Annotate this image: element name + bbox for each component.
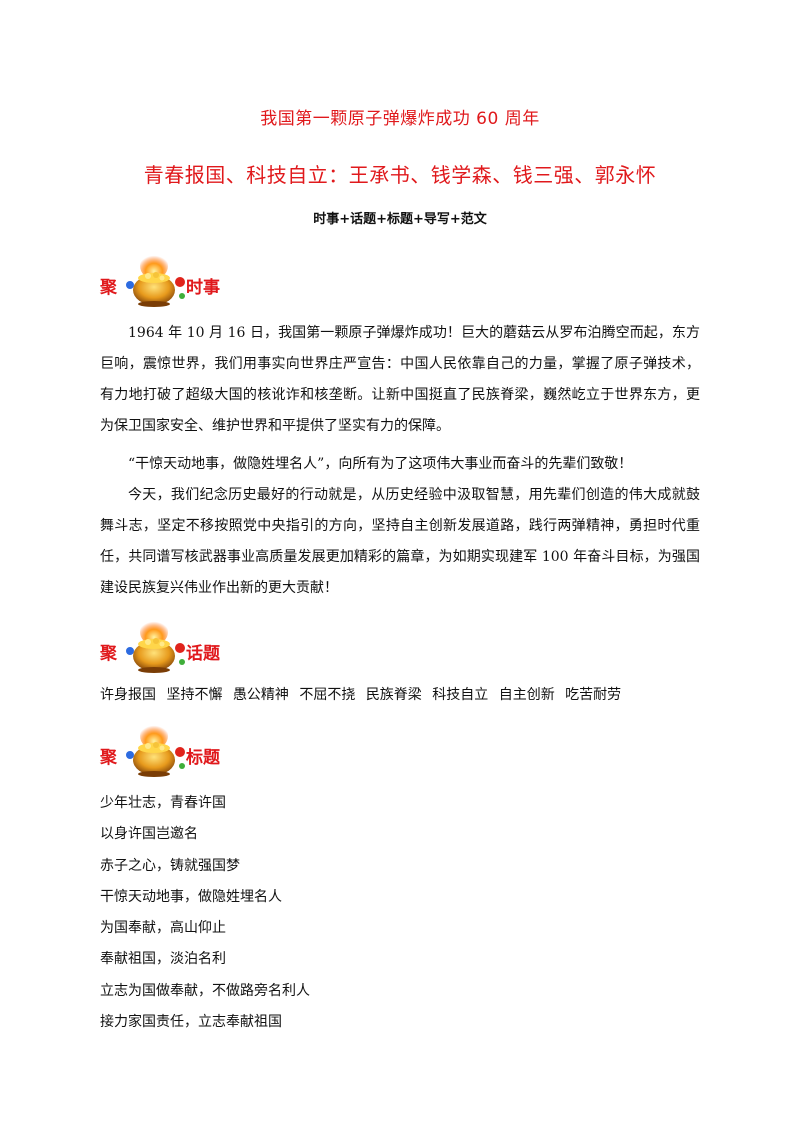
topic-item: 科技自立 [432, 687, 489, 703]
section-prefix: 聚 [100, 748, 117, 768]
section-header-topics: 聚 话题 [100, 618, 320, 678]
section-label: 话题 [186, 644, 220, 664]
headline-item: 以身许国岂邀名 [100, 826, 198, 843]
treasure-pot-icon [126, 253, 185, 307]
paragraph: “干惊天动地事，做隐姓埋名人”，向所有为了这项伟大事业而奋斗的先辈们致敬！ [128, 456, 633, 472]
topic-list: 许身报国 坚持不懈 愚公精神 不屈不挠 民族脊梁 科技自立 自主创新 吃苦耐劳 [100, 681, 700, 709]
topic-item: 民族脊梁 [365, 687, 422, 703]
section-prefix: 聚 [100, 278, 117, 298]
headline-item: 干惊天动地事，做隐姓埋名人 [100, 888, 282, 905]
headline-item: 接力家国责任，立志奉献祖国 [100, 1014, 282, 1031]
headline-item: 赤子之心，铸就强国梦 [100, 857, 240, 874]
section-prefix: 聚 [100, 644, 117, 664]
headline-item: 为国奉献，高山仰止 [100, 920, 226, 937]
topic-item: 不屈不挠 [299, 687, 356, 703]
section-header-current-affairs: 聚 时事 [100, 252, 320, 312]
title-line-2: 青春报国、科技自立：王承书、钱学森、钱三强、郭永怀 [143, 163, 657, 187]
headline-item: 少年壮志，青春许国 [100, 795, 226, 811]
headline-item: 立志为国做奉献，不做路旁名利人 [100, 982, 310, 999]
section-label: 标题 [186, 748, 220, 768]
topic-item: 吃苦耐劳 [565, 687, 622, 703]
paragraph: 今天，我们纪念历史最好的行动就是，从历史经验中汲取智慧，用先辈们创造的伟大成就鼓… [100, 487, 700, 596]
headline-item: 奉献祖国，淡泊名利 [100, 951, 226, 968]
treasure-pot-icon [126, 619, 185, 673]
paragraph: 1964 年 10 月 16 日，我国第一颗原子弹爆炸成功！巨大的蘑菇云从罗布泊… [100, 325, 700, 434]
topic-item: 坚持不懈 [166, 687, 223, 703]
topic-item: 自主创新 [498, 687, 555, 703]
section-header-headlines: 聚 标题 [100, 722, 320, 782]
title-line-1: 我国第一颗原子弹爆炸成功 60 周年 [260, 109, 540, 129]
treasure-pot-icon [126, 723, 185, 777]
topic-item: 愚公精神 [232, 687, 289, 703]
headline-list: 少年壮志，青春许国 以身许国岂邀名 赤子之心，铸就强国梦 干惊天动地事，做隐姓埋… [100, 788, 700, 1038]
topic-item: 许身报国 [100, 687, 156, 703]
subtitle: 时事+话题+标题+导写+范文 [313, 212, 487, 227]
section-label: 时事 [186, 278, 220, 298]
